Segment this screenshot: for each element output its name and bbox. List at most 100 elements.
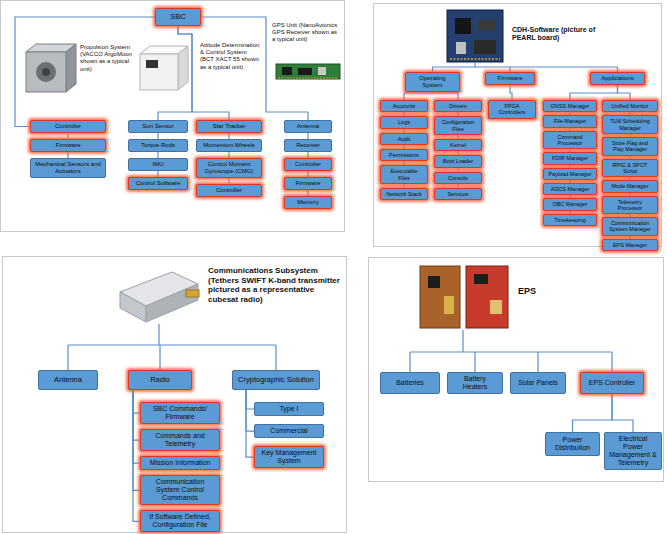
connector — [133, 390, 140, 521]
process-box: Firmware — [485, 72, 535, 85]
chip — [444, 296, 454, 314]
process-box: Boot Loader — [434, 155, 482, 167]
box-text: Applications — [601, 75, 633, 82]
chip — [474, 274, 488, 284]
picture-caption: Attitude Determination & Control System … — [200, 42, 262, 71]
process-box: Communication System Control Commands — [140, 475, 220, 505]
picture-caption: Propulsion System (VACCO ArgoMoon shown … — [80, 44, 142, 73]
chip — [298, 68, 312, 75]
chip — [474, 40, 496, 54]
connector — [618, 85, 631, 100]
process-box: Controller — [30, 120, 106, 133]
box-text: Services — [447, 191, 468, 197]
process-box: Audit — [380, 133, 428, 145]
panel-frame — [369, 258, 664, 482]
box-text: Telemetry Processor — [606, 199, 654, 212]
box-text: Controller — [216, 187, 242, 194]
sensor-window — [146, 60, 158, 68]
picture-caption: CDH-Software (picture of PEARL board) — [512, 26, 612, 43]
box-text: Control Moment Gyroscope (CMG) — [200, 161, 258, 175]
box-text: Power Distribution — [549, 436, 596, 452]
box-text: Solar Panels — [518, 379, 558, 387]
process-box: ADCS Manager — [543, 183, 597, 195]
box-text: IMU — [153, 161, 164, 168]
process-box: Executable Files — [380, 165, 428, 184]
box-text: Audit — [398, 136, 411, 142]
box-text: SBC — [170, 13, 185, 22]
process-box: Momentum Wheels — [196, 139, 262, 152]
box-text: GNSS Manager — [551, 103, 590, 109]
process-box: Mission Information — [140, 456, 220, 470]
process-box: Antenna — [38, 370, 98, 390]
picture-leader-lines — [68, 62, 618, 372]
box-text: Controller — [295, 161, 321, 168]
box-text: Kernel — [450, 142, 466, 148]
box-text: Executable Files — [384, 168, 424, 181]
process-box: Type I — [254, 402, 324, 416]
chip — [318, 67, 326, 75]
connector — [246, 390, 254, 431]
box-front — [140, 54, 178, 90]
pins — [450, 58, 500, 60]
process-box: Drivers — [434, 100, 482, 112]
box-text: Momentum Wheels — [203, 142, 255, 149]
process-box: Antenna — [284, 120, 332, 133]
connector — [133, 390, 140, 440]
chip — [456, 42, 466, 54]
connector — [228, 178, 229, 184]
process-box: Controller — [196, 184, 262, 197]
panel-frame — [1, 1, 345, 232]
box-text: Radio — [150, 376, 170, 385]
process-box: Payload Manager — [543, 168, 597, 180]
process-box: IMU — [128, 158, 188, 171]
box-text: Receiver — [296, 142, 320, 149]
process-box: Command Processor — [543, 131, 597, 150]
pearl-board-picture — [447, 10, 503, 62]
process-box: Store Flag and Play Manager — [602, 137, 658, 156]
process-box: Torque Rods — [128, 139, 188, 152]
rf-connector — [186, 290, 199, 297]
box-text: Commands and Telemetry — [144, 432, 216, 448]
process-box: Operating System — [405, 72, 460, 92]
process-box: Timekeeping — [543, 214, 597, 226]
box-text: Console — [448, 175, 468, 181]
connector — [510, 85, 512, 100]
process-box: If Software Defined, Configuration File — [140, 510, 220, 532]
connector — [133, 390, 140, 413]
picture-caption: Communications Subsystem (Tethers SWIFT … — [208, 266, 342, 304]
process-box: RPIC & SPOT Script — [602, 159, 658, 178]
nozzle-core — [42, 68, 50, 76]
box-text: Boot Loader — [443, 158, 473, 164]
box-text: Mechanical Sensors and Actuators — [34, 161, 102, 175]
process-box: Applications — [590, 72, 645, 85]
process-box: Communication System Manager — [602, 217, 658, 236]
box-text: Operating System — [409, 75, 456, 89]
process-box: Network Stack — [380, 188, 428, 200]
box-text: Firmware — [56, 142, 81, 149]
radio-picture — [120, 272, 199, 322]
process-box: EPS Manager — [602, 239, 658, 251]
box-text: FPGA Controllers — [492, 103, 532, 116]
box-text: Command Processor — [547, 134, 593, 147]
connector — [433, 92, 459, 100]
box-text: ADCS Manager — [551, 186, 590, 192]
connector — [404, 92, 433, 100]
chip — [490, 300, 502, 314]
box-text: Electrical Power Management & Telemetry — [608, 435, 658, 467]
box-text: TLM Scheduling Manager — [606, 118, 654, 131]
box-text: Configuration Files — [438, 119, 478, 132]
connector — [246, 390, 254, 409]
chip — [428, 276, 440, 288]
leader-line — [68, 324, 276, 370]
box-text: Type I — [279, 405, 298, 413]
picture-caption: GPS Unit (NanoAvionics GPS Receiver show… — [272, 22, 340, 44]
box-text: Memory — [297, 199, 319, 206]
box-text: RPIC & SPOT Script — [606, 162, 654, 175]
box-text: Torque Rods — [141, 142, 175, 149]
box-text: Communication System Manager — [606, 220, 654, 233]
box-text: Logs — [398, 119, 410, 125]
process-box: OBC Manager — [543, 198, 597, 210]
process-box: Memory — [284, 196, 332, 209]
process-box: Cryptographic Solution — [232, 370, 320, 390]
